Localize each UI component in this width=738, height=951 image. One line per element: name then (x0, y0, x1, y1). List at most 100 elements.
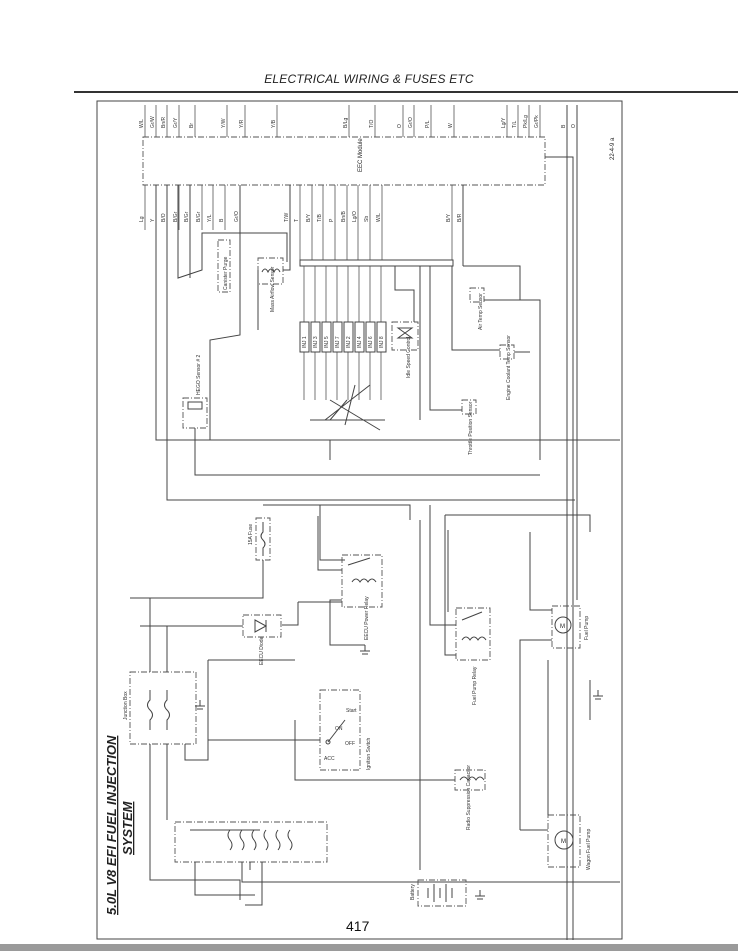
injector-box (299, 321, 310, 353)
fuel-pump-box (551, 605, 581, 649)
battery-label: Battery (410, 884, 416, 900)
air-temp-box (469, 287, 485, 303)
junction-box (129, 671, 197, 745)
bottom-wire-label: B/Gr (184, 211, 190, 222)
ignition-position-start: Start (346, 708, 357, 714)
fuse-icon (147, 690, 170, 730)
canister-purge-box (217, 239, 231, 293)
bottom-wire-label: Lg/O (352, 211, 358, 222)
top-wire-label: Pk/Lg (523, 115, 529, 128)
fuel-pump-label: Fuel Pump (584, 616, 590, 640)
injector-box (332, 321, 343, 353)
wire (155, 185, 620, 501)
eecu-diode-box (242, 614, 282, 638)
bottom-wire-label: T/W (284, 213, 290, 222)
top-wire-label: Bn/R (161, 116, 167, 128)
bottom-wire-label: Gr/O (234, 211, 240, 222)
bottom-wire-label: B/Y (446, 213, 452, 222)
relay-coil-icon (347, 557, 377, 583)
wire (519, 532, 552, 830)
top-wire-label: B (561, 124, 567, 128)
top-wire-label: Br (189, 123, 195, 128)
title-line-2: SYSTEM (120, 800, 135, 855)
fuse-icon (260, 522, 266, 556)
injector-box (343, 321, 354, 353)
motor-symbol: M (560, 624, 565, 630)
top-wire-label: T/O (369, 120, 375, 128)
wire (520, 660, 591, 831)
bottom-wire-label: Lg (139, 216, 145, 222)
coolant-temp-label: Engine Coolant Temp Sensor (506, 335, 512, 400)
injector-label: INJ 4 (357, 336, 363, 348)
bottom-wire-label: B/Gr (196, 211, 202, 222)
top-wire-label: O (397, 124, 403, 128)
injector-box (321, 321, 332, 353)
wire (394, 266, 415, 322)
bottom-wire-label: Bn/B (341, 210, 347, 222)
switch-contact (325, 739, 331, 745)
bottom-wire-label: T (294, 219, 300, 222)
eec-module-label: EEC Module (358, 138, 364, 172)
wire (545, 156, 574, 940)
eec-module-box (142, 136, 546, 186)
wire (130, 504, 411, 599)
top-wire-label: W (448, 123, 454, 128)
page-header: ELECTRICAL WIRING & FUSES ETC (264, 72, 474, 86)
bottom-wire-label: B/Gr (173, 211, 179, 222)
hego-label: HEGO Sensor # 2 (196, 354, 202, 395)
ignition-position-off: OFF (345, 741, 355, 747)
top-wire-label: T/L (512, 121, 518, 128)
motor-icon (554, 616, 572, 634)
ignition-position-acc: ACC (324, 756, 335, 762)
fuse-icons (227, 829, 293, 851)
bottom-wire-label: Sb (364, 216, 370, 222)
injector-ground-star (310, 384, 385, 431)
ignition-switch-box (319, 689, 361, 771)
idle-speed-label: Idle Speed Control (406, 337, 412, 378)
wire (419, 505, 591, 870)
diode-icon (254, 619, 268, 633)
page-number: 417 (346, 918, 370, 934)
injector-label: INJ 2 (346, 336, 352, 348)
top-wire-label: Lg/Y (501, 117, 507, 128)
junction-box-label: Junction Box (123, 691, 129, 720)
top-wire-label: Gr/O (408, 117, 414, 128)
injector-box (310, 321, 321, 353)
wire (194, 862, 620, 906)
top-wire-label: B/Lg (343, 117, 349, 128)
top-wire-label: Y/B (271, 119, 277, 128)
radio-capacitor-label: Radio Suppression Capacitor (466, 765, 472, 830)
fuse-15a-label: 15A Fuse (248, 524, 254, 545)
bottom-wire-label: B/R (457, 213, 463, 222)
injector-box (376, 321, 387, 353)
injector-label: INJ 6 (368, 336, 374, 348)
eecu-relay-label: EECU Power Relay (364, 596, 370, 640)
coolant-temp-box (499, 344, 515, 360)
ignition-switch-label: Ignition Switch (366, 738, 372, 770)
injector-box (365, 321, 376, 353)
bottom-wire-label: P (329, 218, 335, 222)
injector-label: INJ 7 (335, 336, 341, 348)
diagram-title: 5.0L V8 EFI FUEL INJECTION SYSTEM (104, 735, 135, 915)
top-wire-label: Gr/Pk (534, 115, 540, 128)
fuse-panel-box (174, 821, 328, 863)
fuel-pump-relay-label: Fuel Pump Relay (472, 666, 478, 705)
injector-label: INJ 3 (313, 336, 319, 348)
injector-label: INJ 8 (379, 336, 385, 348)
throttle-position-label: Throttle Position Sensor (468, 401, 474, 455)
wire (177, 185, 288, 279)
wagon-motor-symbol: M (561, 839, 566, 845)
ground-icons (195, 645, 603, 900)
title-line-1: 5.0L V8 EFI FUEL INJECTION (104, 735, 119, 915)
motor-icon (554, 830, 574, 850)
throttle-position-box (461, 399, 477, 415)
bottom-wire-label: B (219, 218, 225, 222)
capacitor-coil-icon (459, 776, 485, 781)
relay-coil-icon (461, 611, 487, 641)
valve-icon (396, 327, 414, 339)
hego-element-icon (187, 401, 203, 410)
injector-label: INJ 1 (302, 336, 308, 348)
top-wire-label: Gr/W (150, 116, 156, 128)
